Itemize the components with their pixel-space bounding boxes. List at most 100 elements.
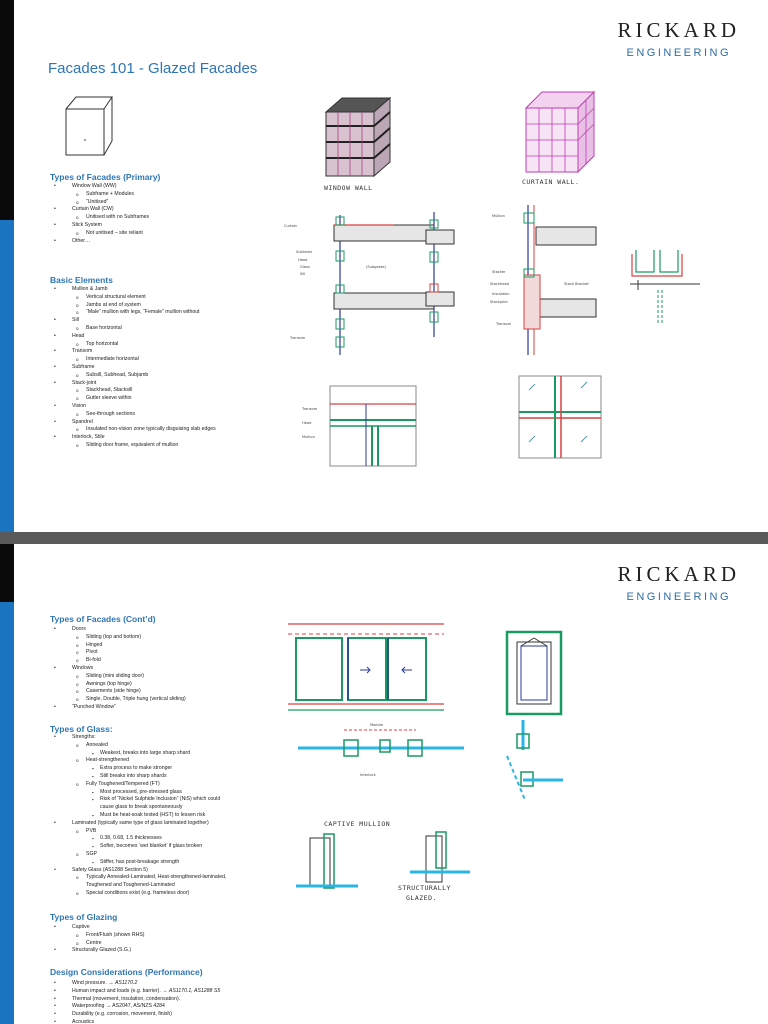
list-item: Sill (54, 317, 216, 325)
label-transom: Transom (289, 336, 306, 340)
label-glazed: GLAZED. (406, 894, 437, 902)
page-edge-blue (0, 602, 14, 1024)
list-item: Subframe + Modules (62, 191, 149, 199)
list-item-text: Spandrel (72, 418, 93, 425)
list-item-text: Weakest, breaks into large sharp shard (100, 749, 191, 756)
list-item-text: Sill (72, 317, 79, 324)
list-item-text: Awnings (top hinge) (86, 680, 132, 687)
list-item-standard: AS1170.1, AS1288 S5 (168, 987, 221, 994)
list-item-text: Windows (72, 664, 94, 671)
label-module: Module (370, 723, 384, 727)
list-item: 0.38, 0.68, 1.5 thicknesses (62, 835, 226, 843)
list-item: Strengths: (54, 734, 226, 742)
label-subgasks: (Subgasks) (366, 265, 387, 269)
list-item: “Punched Window” (54, 703, 186, 712)
list-item-text: Risk of “Nickel Sulphide Inclusion” (NiS… (100, 796, 221, 803)
list-item: Awnings (top hinge) (62, 681, 186, 689)
label-stackjoint: Stackjoint (490, 300, 508, 304)
list-item-text: Top horizontal (86, 340, 119, 347)
label-elev-transom: Transom (301, 407, 318, 411)
list-item: Gutter sleeve within (62, 395, 216, 403)
list-item: Curtain Wall (CW) (54, 206, 149, 214)
list-item: Toughened and Toughened-Laminated (62, 882, 226, 890)
list-item: Head (54, 333, 216, 341)
list-item: Other… (54, 238, 149, 246)
list-item-text: Safety Glass (AS1288 Section 5) (72, 866, 148, 873)
list-item: Human impact and loads (e.g. barrier). →… (54, 987, 221, 996)
list-item-text: Interlock, Stile (72, 434, 105, 441)
list-item-text: Structurally Glazed (S.G.) (72, 947, 132, 954)
list-item-text: Stick System (72, 221, 102, 228)
list-item-text: Window Wall (WW) (72, 183, 117, 189)
list-item-text: Softer, becomes ‘wet blanket’ if glass b… (100, 843, 203, 850)
list-item-text: Curtain Wall (CW) (72, 206, 114, 213)
brand-logo: RICKARD ENGINEERING (617, 562, 740, 603)
list-item: Stackhead, Stacksill (62, 387, 216, 395)
list-item-text: Must be heat-soak tested (HST) to lessen… (100, 811, 206, 818)
list-item: Jambs at end of system (62, 302, 216, 310)
stick-section-sketch (425, 212, 455, 337)
list-item-text: Pivot (86, 649, 98, 656)
list-item: Window Wall (WW) (54, 183, 149, 191)
list-item: Windows (54, 664, 186, 673)
list-item: Centre (62, 940, 145, 948)
list-item-text: Mullion & Jamb (72, 286, 108, 292)
list-item-text: Subsill, Subhead, Subjamb (86, 371, 149, 378)
list-item-standard: AS1170.2 (114, 980, 138, 986)
list-item: Safety Glass (AS1288 Section 5) (54, 866, 226, 875)
cube-sketch (65, 96, 113, 156)
interlock-plan-sketch: Module Interlock (298, 723, 464, 777)
list-item-text: Durability (e.g. corrosion, movement, fi… (72, 1011, 173, 1018)
brand-name: RICKARD (617, 18, 740, 42)
brand-logo: RICKARD ENGINEERING (617, 18, 740, 59)
list-item-text: Gutter sleeve within (86, 395, 132, 402)
list-item: Pivot (62, 649, 186, 657)
list-item: Thermal (movement, insulation, condensat… (54, 996, 220, 1004)
label-subhead: Subhead (296, 250, 312, 254)
list-item-text: Not unitised – site reliant (86, 229, 143, 236)
list-item: Laminated (typically same type of glass … (54, 820, 226, 828)
list-item-text: Subframe (72, 363, 95, 370)
list-item-text: Vertical structural element (86, 293, 146, 300)
list-item-text: Typically Annealed-Laminated, Heat-stren… (86, 874, 227, 881)
list-item: Weakest, breaks into large sharp shard (62, 750, 226, 758)
page-two: RICKARD ENGINEERING Types of Facades (Co… (0, 544, 768, 1024)
list-item-text: Toughened and Toughened-Laminated (86, 882, 175, 889)
list-item: Unitised with no Subframes (62, 214, 149, 222)
list-item: Sliding (top and bottom) (62, 634, 186, 642)
list-item-text: Transom (72, 348, 93, 355)
page-edge-blue (0, 220, 14, 532)
sliding-door-elevation-sketch (288, 623, 444, 711)
curtain-wall-caption: CURTAIN WALL. (522, 178, 579, 186)
list-item: SGP (62, 851, 226, 859)
list-item: Wind pressure. → AS1170.2 (54, 980, 220, 988)
list-item: Subframe (54, 363, 216, 372)
label-stack-bracket: Stack Bracket (564, 282, 589, 286)
list-item-text: Jambs at end of system (86, 301, 141, 308)
list-item: Base horizontal (62, 325, 216, 333)
list-item-text: Casements (side hinge) (86, 688, 141, 695)
list-item: Acoustics (54, 1019, 220, 1024)
window-elevation-sketch (505, 630, 563, 716)
list-item-text: Human impact and loads (e.g. barrier). → (72, 987, 169, 994)
list-item-text: Still breaks into sharp shards (100, 772, 167, 779)
glass-heading: Types of Glass: (50, 724, 113, 734)
list-item: Not unitised – site reliant (62, 230, 149, 238)
list-item-text: Hinged (86, 641, 103, 648)
list-item: Casements (side hinge) (62, 688, 186, 696)
design-list: Wind pressure. → AS1170.2Human impact an… (54, 980, 221, 1024)
list-item: cause glass to break spontaneously (62, 804, 226, 812)
list-item-text: Vision (72, 402, 87, 409)
list-item: Extra process to make stronger (62, 765, 226, 773)
list-item: Durability (e.g. corrosion, movement, fi… (54, 1011, 220, 1019)
list-item-text: “Punched Window” (72, 703, 116, 710)
page-edge-dark (0, 0, 14, 220)
list-item: Intermediate horizontal (62, 356, 216, 364)
list-item-text: Sliding door frame, equivalent of mullio… (86, 441, 179, 448)
list-item: Top horizontal (62, 341, 216, 349)
list-item: Special conditions exist (e.g. frameless… (62, 890, 226, 898)
label-mullion: Mullion (492, 214, 505, 218)
page-edge-dark (0, 544, 14, 602)
list-item-text: Extra process to make stronger (100, 765, 173, 772)
list-item: Typically Annealed-Laminated, Heat-stren… (62, 874, 226, 882)
